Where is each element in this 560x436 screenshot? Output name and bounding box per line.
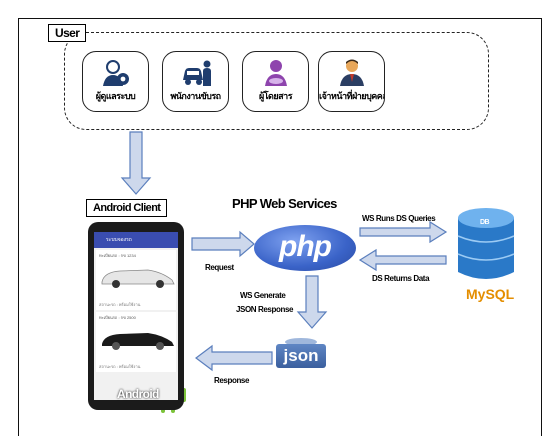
database-icon	[457, 208, 515, 279]
response-caption: Response	[214, 376, 250, 385]
ds-returns-arrow	[358, 248, 447, 272]
role-name: พนักงานขับรถ	[170, 91, 221, 101]
ds-returns-caption: DS Returns Data	[372, 274, 430, 283]
db-label: DB	[480, 219, 490, 226]
user-group-label: User	[48, 24, 87, 42]
black-car-icon	[102, 333, 174, 350]
android-phone: ระบบจองรถ ทะเบียนรถ : กข 1234 สถานะรถ : …	[88, 222, 184, 410]
mysql-logo: MySQL	[466, 286, 514, 302]
request-arrow	[191, 230, 255, 258]
role-name: ผู้ดูแลระบบ	[95, 91, 136, 101]
driver-car-icon	[183, 60, 211, 86]
phone-screen: ระบบจองรถ ทะเบียนรถ : กข 1234 สถานะรถ : …	[94, 232, 178, 400]
user-group	[64, 32, 489, 130]
car-status: สถานะรถ : พร้อมใช้งาน	[99, 302, 141, 307]
outer-frame	[18, 18, 542, 436]
car-status: สถานะรถ : พร้อมใช้งาน	[99, 364, 141, 369]
admin-gear-person-icon	[103, 60, 129, 86]
app-bar-title: ระบบจองรถ	[94, 232, 178, 248]
ws-runs-caption: WS Runs DS Queries	[362, 214, 436, 223]
car-card: ทะเบียนรถ : กข 2500 สถานะรถ : พร้อมใช้งา…	[96, 312, 176, 372]
car-plate: ทะเบียนรถ : กข 1234	[99, 253, 136, 258]
json-icon: json	[276, 334, 326, 374]
role-staff: เจ้าหน้าที่ฝ่ายบุคคล	[318, 51, 385, 112]
request-caption: Request	[205, 263, 234, 272]
user-to-client-arrow	[120, 131, 152, 195]
role-driver: พนักงานขับรถ	[162, 51, 229, 112]
php-web-services-title: PHP Web Services	[232, 196, 337, 211]
role-name: ผู้โดยสาร	[258, 91, 293, 101]
white-car-icon	[101, 269, 175, 288]
car-card: ทะเบียนรถ : กข 1234 สถานะรถ : พร้อมใช้งา…	[96, 250, 176, 310]
ws-generate-caption-1: WS Generate	[240, 291, 286, 300]
response-arrow	[195, 344, 273, 372]
android-badge: Android	[117, 387, 159, 401]
generate-json-arrow	[296, 275, 328, 329]
php-logo: php	[254, 225, 356, 271]
php-logo-text: php	[279, 230, 332, 263]
ws-runs-arrow	[359, 220, 448, 244]
role-admin: ผู้ดูแลระบบ	[82, 51, 149, 112]
ws-generate-caption-2: JSON Response	[236, 305, 294, 314]
car-plate: ทะเบียนรถ : กข 2500	[99, 315, 136, 320]
json-logo-text: json	[276, 344, 326, 368]
android-client-label: Android Client	[86, 199, 168, 217]
role-passenger: ผู้โดยสาร	[242, 51, 309, 112]
staff-businessman-icon	[340, 59, 364, 86]
passenger-person-icon	[265, 60, 287, 86]
role-name: เจ้าหน้าที่ฝ่ายบุคคล	[319, 91, 384, 101]
mysql-logo-text: MySQL	[466, 286, 515, 302]
